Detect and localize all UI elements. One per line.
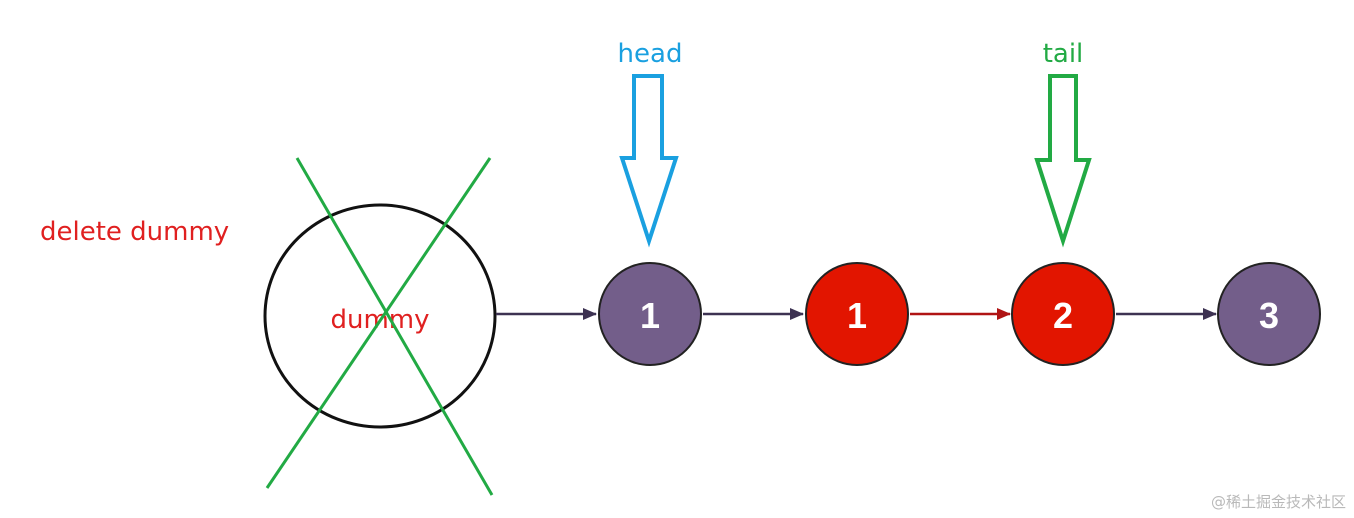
dummy-node: dummy: [263, 157, 497, 496]
head-label: head: [618, 39, 683, 69]
node-circle: [1217, 262, 1321, 366]
tail-arrow-icon: [1034, 74, 1092, 248]
watermark: @稀土掘金技术社区: [1210, 493, 1346, 511]
list-node-2: 1: [805, 262, 909, 366]
node-value: 1: [640, 295, 660, 336]
delete-dummy-note: delete dummy: [40, 217, 229, 247]
cross-line-2: [265, 157, 492, 489]
node-value: 3: [1259, 295, 1279, 336]
list-node-4: 3: [1217, 262, 1321, 366]
node-value: 1: [847, 295, 867, 336]
head-pointer: head: [618, 39, 683, 248]
tail-label: tail: [1043, 39, 1084, 69]
tail-pointer: tail: [1034, 39, 1092, 248]
node-circle: [598, 262, 702, 366]
list-node-3: 2: [1011, 262, 1115, 366]
node-circle: [1011, 262, 1115, 366]
node-value: 2: [1053, 295, 1073, 336]
list-node-1: 1: [598, 262, 702, 366]
node-circle: [805, 262, 909, 366]
head-arrow-icon: [619, 74, 679, 248]
cross-line-1: [295, 157, 494, 496]
dummy-circle: [263, 203, 497, 429]
